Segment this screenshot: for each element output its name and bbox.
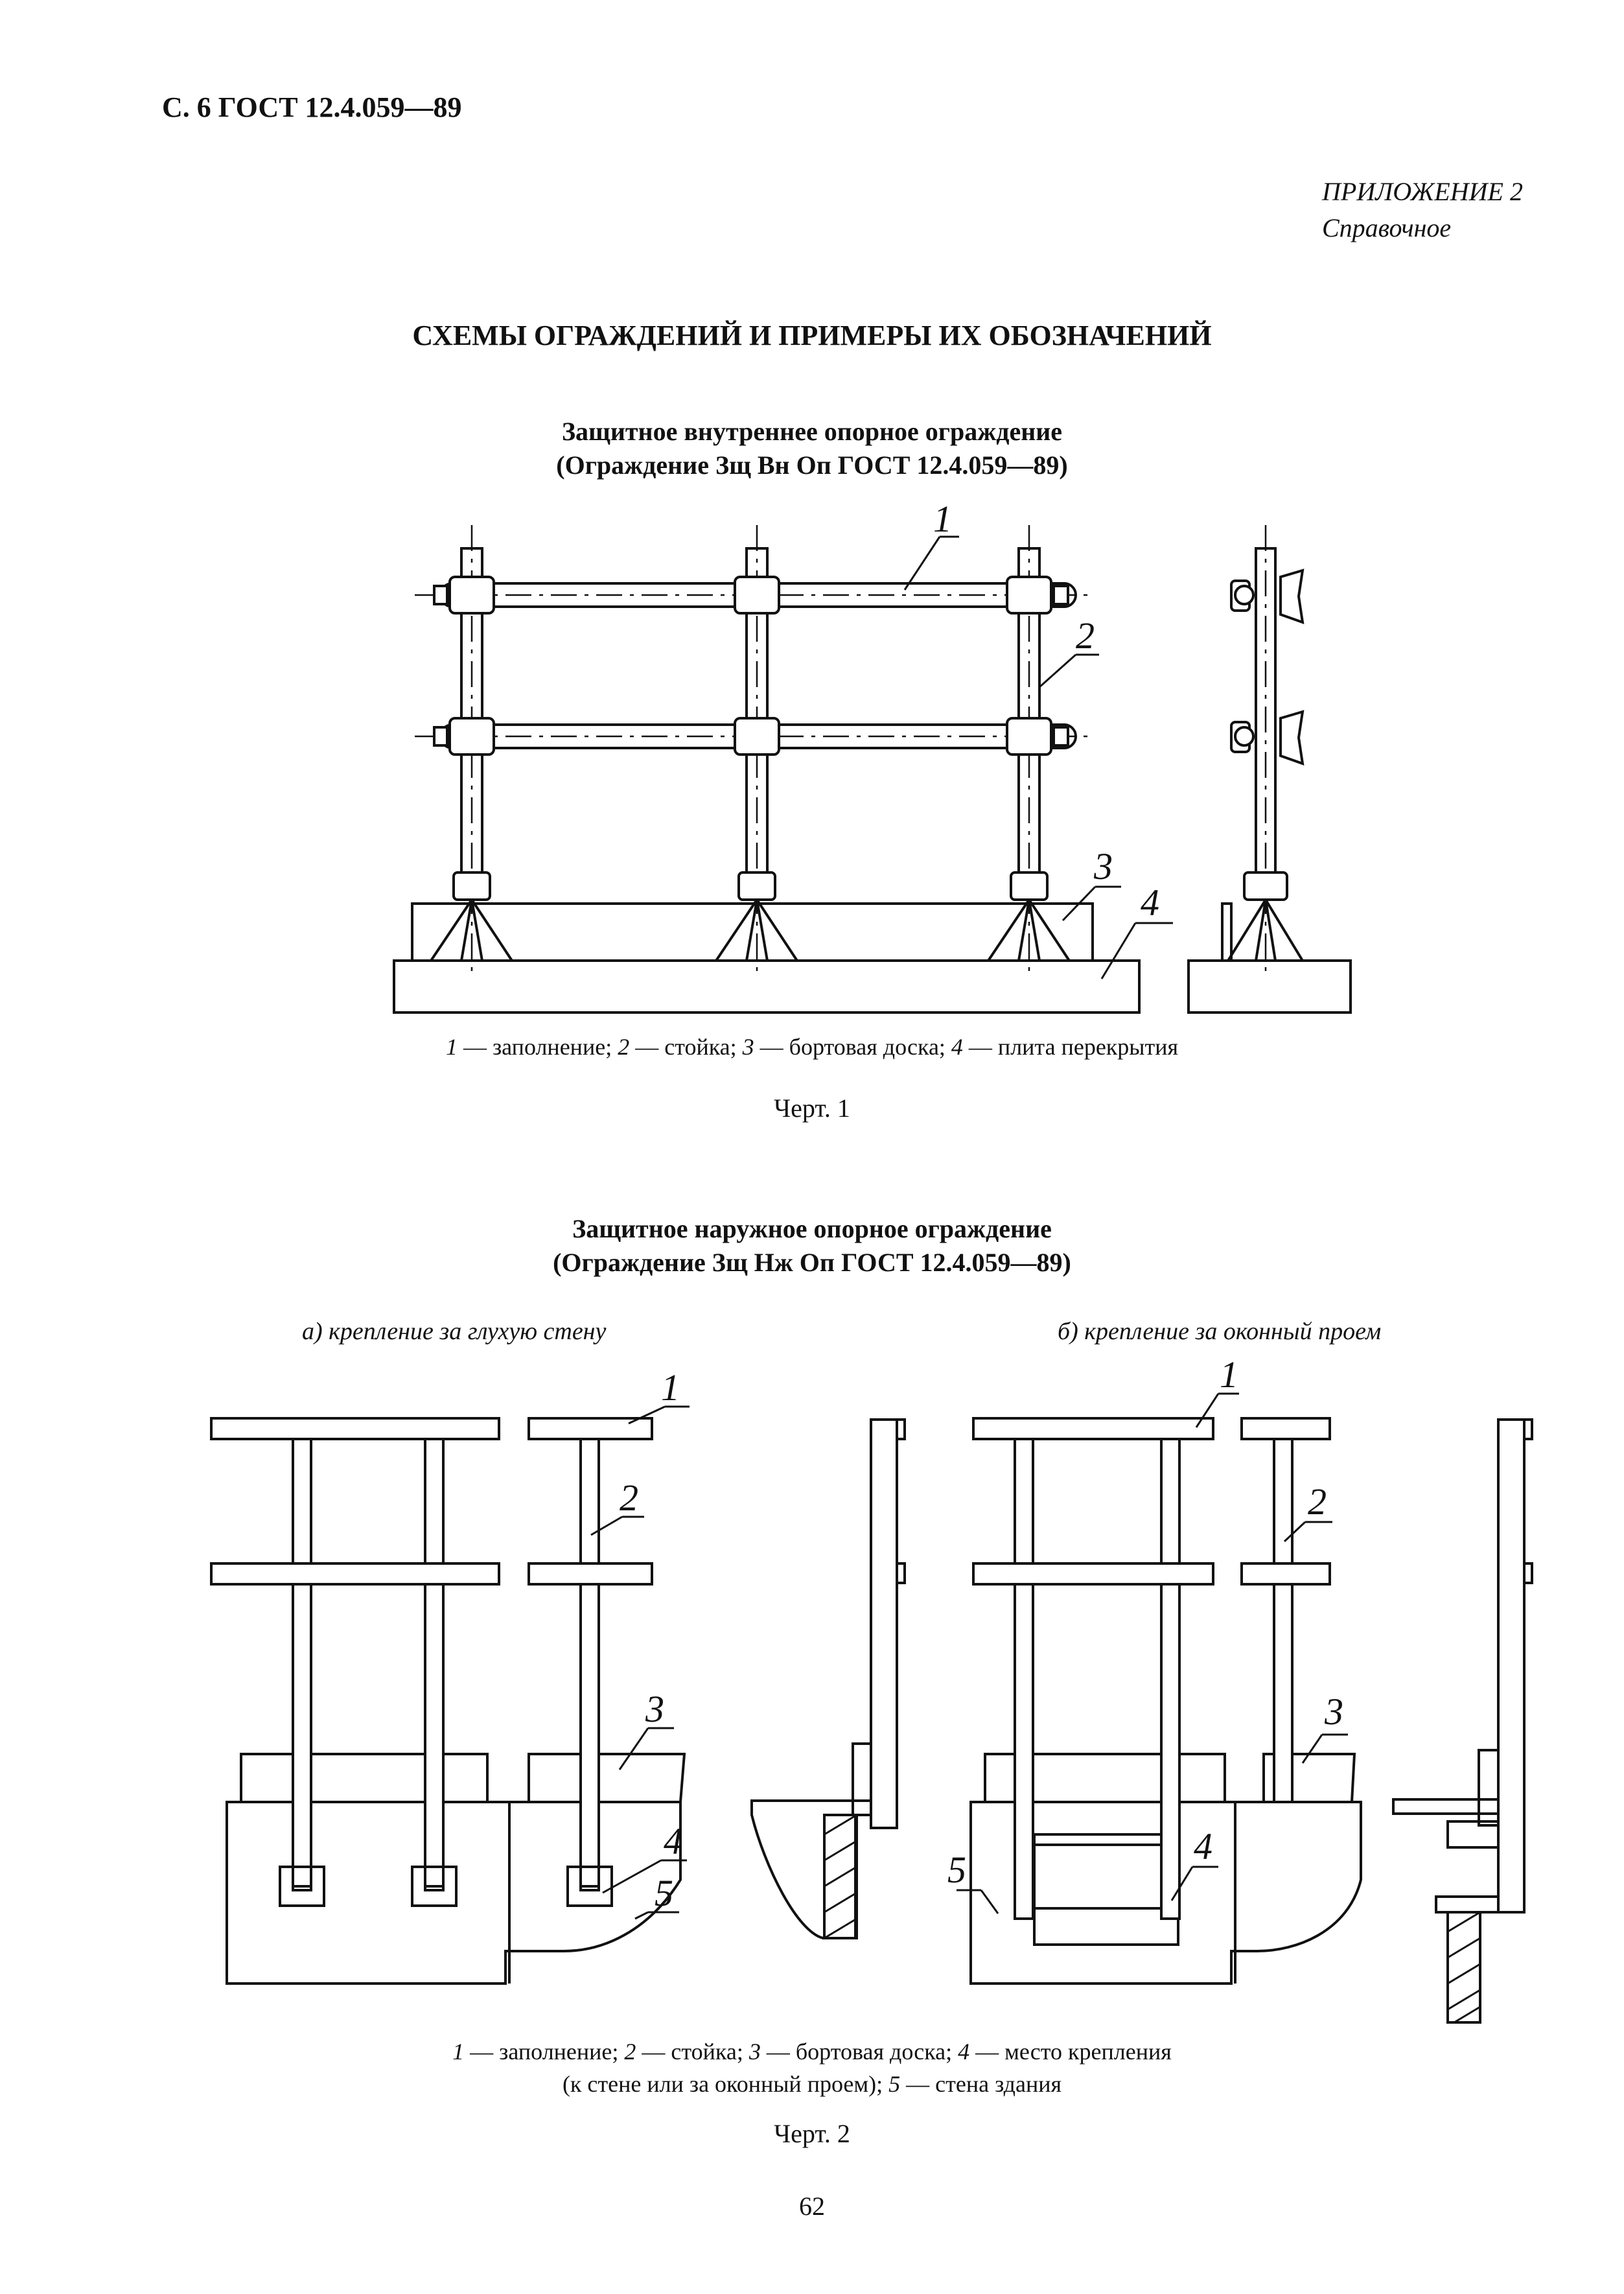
fig2-heading: Защитное наружное опорное ограждение (Ог… <box>0 1212 1624 1280</box>
legend-num: 3 <box>748 2039 761 2065</box>
fig2b-front-view: 1 2 3 4 5 <box>947 1353 1362 1985</box>
fig1-heading-line2: (Ограждение Зщ Вн Оп ГОСТ 12.4.059—89) <box>556 451 1068 480</box>
appendix-label: ПРИЛОЖЕНИЕ 2 <box>1322 177 1523 206</box>
post-3 <box>987 525 1071 972</box>
fig1-caption: Черт. 1 <box>774 1094 850 1123</box>
fig2-legend: 1 — заполнение; 2 — стойка; 3 — бортовая… <box>0 2035 1624 2100</box>
callout-1: 1 <box>933 498 952 540</box>
legend-text: — стойка; <box>636 2039 749 2065</box>
legend-num: 2 <box>618 1034 630 1060</box>
legend-num: 3 <box>742 1034 754 1060</box>
page-number: 62 <box>799 2192 825 2221</box>
toe-board-right <box>528 1753 686 1803</box>
fig1-front-view: 1 2 3 4 <box>393 498 1173 1014</box>
callout-2: 2 <box>1308 1481 1327 1523</box>
callout-2: 2 <box>1076 614 1095 657</box>
legend-text: — плита перекрытия <box>962 1034 1179 1060</box>
page-header: С. 6 ГОСТ 12.4.059—89 <box>162 91 462 123</box>
fig2-legend-line2: (к стене или за оконный проем); 5 — стен… <box>0 2068 1624 2100</box>
legend-num: 5 <box>888 2071 901 2097</box>
legend-num: 4 <box>958 2039 970 2065</box>
legend-text: — бортовая доска; <box>760 2039 958 2065</box>
callout-4: 4 <box>1194 1825 1212 1867</box>
rail-top-left <box>972 1417 1214 1440</box>
fig2-caption: Черт. 2 <box>774 2119 850 2148</box>
window-opening <box>1033 1833 1179 1946</box>
legend-text: — заполнение; <box>464 2039 625 2065</box>
rail-mid-right <box>1240 1562 1331 1586</box>
callout-5: 5 <box>655 1872 673 1914</box>
fig2a-side-view <box>750 1418 906 1939</box>
fig2b-side-view <box>1392 1418 1533 2024</box>
rail-top-left <box>210 1417 500 1440</box>
legend-num: 2 <box>624 2039 636 2065</box>
fig2-variant-a-label: а) крепление за глухую стену <box>302 1318 607 1345</box>
callout-1: 1 <box>1220 1353 1238 1396</box>
callout-4: 4 <box>1141 882 1159 924</box>
callout-2: 2 <box>620 1477 638 1519</box>
fig2-heading-line2: (Ограждение Зщ Нж Оп ГОСТ 12.4.059—89) <box>553 1248 1071 1277</box>
rail-mid-left <box>972 1562 1214 1586</box>
callout-1: 1 <box>661 1366 680 1409</box>
rail-mid-left <box>210 1562 500 1586</box>
post-1 <box>430 525 513 972</box>
post-2 <box>715 525 798 972</box>
page-title: СХЕМЫ ОГРАЖДЕНИЙ И ПРИМЕРЫ ИХ ОБОЗНАЧЕНИ… <box>412 320 1212 351</box>
appendix-note: Справочное <box>1322 213 1452 242</box>
building-wall <box>969 1801 1362 1985</box>
legend-text: — стойка; <box>629 1034 743 1060</box>
fig2a-front-view: 1 2 3 4 5 <box>210 1366 690 1985</box>
callout-3: 3 <box>645 1688 664 1730</box>
callout-3: 3 <box>1093 845 1113 887</box>
legend-text: (к стене или за оконный проем); <box>562 2071 889 2097</box>
building-wall <box>226 1801 682 1985</box>
toe-board <box>240 1753 489 1803</box>
legend-num: 1 <box>445 1034 458 1060</box>
fig1-legend: 1 — заполнение; 2 — стойка; 3 — бортовая… <box>0 1031 1624 1063</box>
legend-num: 4 <box>951 1034 963 1060</box>
fig1-heading-line1: Защитное внутреннее опорное ограждение <box>561 417 1063 446</box>
fig1-heading: Защитное внутреннее опорное ограждение (… <box>0 415 1624 482</box>
legend-num: 1 <box>452 2039 465 2065</box>
callout-3: 3 <box>1324 1691 1343 1733</box>
callout-5: 5 <box>947 1849 966 1891</box>
appendix-block: ПРИЛОЖЕНИЕ 2 Справочное <box>1322 174 1523 246</box>
fig1-side-view <box>1187 525 1352 1014</box>
fig2-variant-b-label: б) крепление за оконный проем <box>1058 1318 1382 1345</box>
callout-4: 4 <box>664 1820 682 1862</box>
legend-text: — бортовая доска; <box>754 1034 951 1060</box>
fig2-heading-line1: Защитное наружное опорное ограждение <box>572 1214 1052 1243</box>
fig2-legend-line1: 1 — заполнение; 2 — стойка; 3 — бортовая… <box>0 2035 1624 2068</box>
side-floor-slab <box>1187 959 1352 1014</box>
rail-mid-right <box>528 1562 653 1586</box>
legend-text: — заполнение; <box>457 1034 618 1060</box>
floor-slab <box>393 959 1141 1014</box>
rail-top-right <box>1240 1417 1331 1440</box>
toe-board <box>411 902 1094 962</box>
legend-text: — место крепления <box>969 2039 1172 2065</box>
legend-text: — стена здания <box>900 2071 1062 2097</box>
